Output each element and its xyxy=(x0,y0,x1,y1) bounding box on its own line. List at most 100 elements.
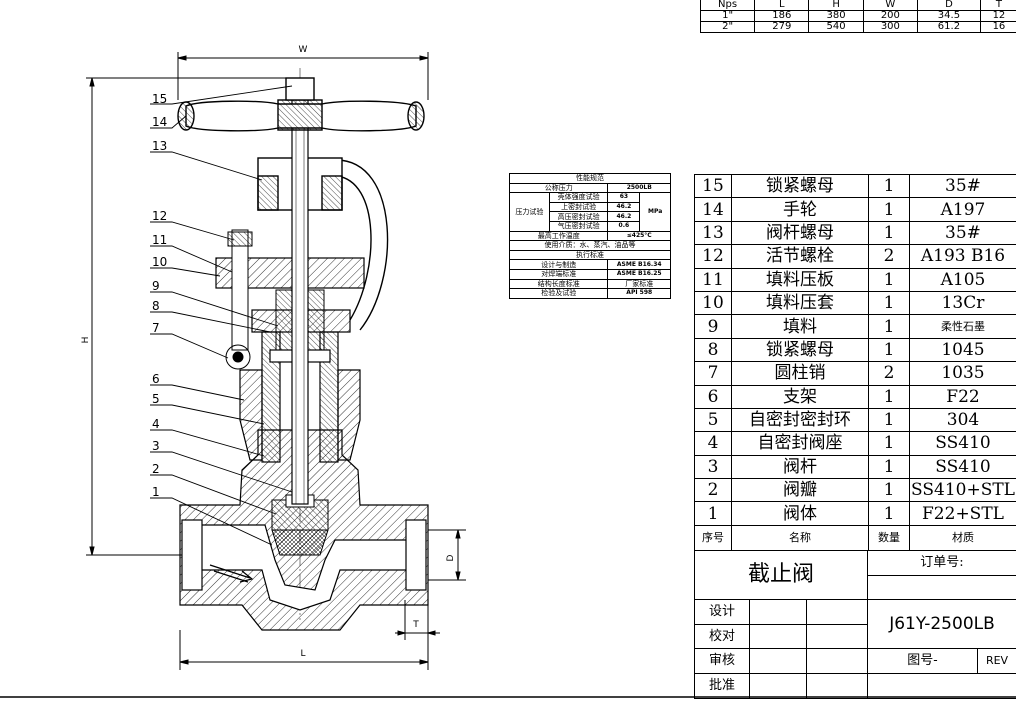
bom-item-no: 3 xyxy=(694,454,732,480)
bom-qty: 1 xyxy=(868,337,910,363)
bom-part-name: 锁紧螺母 xyxy=(731,337,869,363)
product-name: 截止阀 xyxy=(694,549,868,601)
dim-header-h: H xyxy=(808,0,864,11)
dimension-l-label: L xyxy=(300,649,305,659)
bom-item-no: 10 xyxy=(694,290,732,316)
perf-standard-name: 检验及试验 xyxy=(508,288,609,299)
role-approve: 批准 xyxy=(694,672,750,699)
bom-item-no: 2 xyxy=(694,478,732,503)
perf-unit: MPa xyxy=(639,192,671,232)
bonnet xyxy=(239,309,361,463)
order-value xyxy=(867,574,1016,601)
perf-standard-name: 对焊端标准 xyxy=(508,268,609,280)
dim-header-t: T xyxy=(979,0,1016,11)
bom-material: 304 xyxy=(909,407,1016,433)
bom-header-name: 名称 xyxy=(731,524,869,551)
sign-cell xyxy=(749,672,807,699)
sign-cell xyxy=(749,648,807,674)
callout-3: 3 xyxy=(152,439,160,453)
perf-nominal-value: 2500LB xyxy=(607,182,671,194)
bom-qty: 1 xyxy=(868,407,910,433)
bom-part-name: 锁紧螺母 xyxy=(731,173,869,199)
callout-4: 4 xyxy=(152,417,160,431)
dim-header-l: L xyxy=(754,0,810,11)
dim-cell: 279 xyxy=(754,21,810,33)
dim-cell: 200 xyxy=(862,10,919,22)
bom-item-no: 5 xyxy=(694,407,732,433)
dim-cell: 540 xyxy=(808,21,864,33)
perf-test-value: 46.2 xyxy=(607,211,641,222)
callout-10: 10 xyxy=(152,255,167,269)
callout-6: 6 xyxy=(152,372,160,386)
bom-part-name: 阀杆 xyxy=(731,454,869,480)
dim-cell: 186 xyxy=(754,10,810,22)
callout-2: 2 xyxy=(152,462,160,476)
bom-material: SS410+STL xyxy=(909,478,1016,503)
callout-5: 5 xyxy=(152,392,160,406)
bom-item-no: 9 xyxy=(694,314,732,339)
bom-item-no: 6 xyxy=(694,384,732,409)
bom-material: 1045 xyxy=(909,337,1016,363)
callout-13: 13 xyxy=(152,139,167,153)
bom-material: A193 B16 xyxy=(909,244,1016,269)
bom-material: A105 xyxy=(909,267,1016,292)
bom-qty: 2 xyxy=(868,361,910,386)
bom-qty: 1 xyxy=(868,384,910,409)
bom-qty: 1 xyxy=(868,431,910,456)
bom-part-name: 阀瓣 xyxy=(731,478,869,503)
bom-qty: 2 xyxy=(868,244,910,269)
perf-test-name: 上密封试验 xyxy=(548,201,609,213)
bom-header-no: 序号 xyxy=(694,524,732,551)
bom-material: SS410 xyxy=(909,431,1016,456)
dim-cell: 1" xyxy=(699,10,756,22)
bom-part-name: 圆柱销 xyxy=(731,361,869,386)
bom-qty: 1 xyxy=(868,197,910,222)
date-cell xyxy=(806,648,868,674)
bom-part-name: 填料 xyxy=(731,314,869,339)
bom-qty: 1 xyxy=(868,220,910,246)
callout-11: 11 xyxy=(152,233,167,247)
bom-item-no: 15 xyxy=(694,173,732,199)
bom-material: 柔性石墨 xyxy=(909,314,1016,339)
bom-part-name: 自密封密封环 xyxy=(731,407,869,433)
table-row: 2" 279 540 300 61.2 16 xyxy=(699,21,1016,33)
order-label: 订单号: xyxy=(867,550,1016,576)
date-cell xyxy=(806,599,868,625)
bom-qty: 1 xyxy=(868,290,910,316)
dimensions-header-row: Nps L H W D T xyxy=(699,0,1016,11)
dim-cell: 16 xyxy=(979,21,1016,33)
dim-header-d: D xyxy=(917,0,981,11)
model-code: J61Y-2500LB xyxy=(867,599,1016,650)
bom-item-no: 14 xyxy=(694,197,732,222)
perf-standards-title: 执行标准 xyxy=(509,249,671,261)
perf-test-name: 壳体强度试验 xyxy=(548,192,609,203)
bom-part-name: 支架 xyxy=(731,384,869,409)
bom-item-no: 4 xyxy=(694,431,732,456)
bom-part-name: 填料压套 xyxy=(731,290,869,316)
callout-14: 14 xyxy=(152,115,167,129)
stem xyxy=(291,83,309,505)
callout-12: 12 xyxy=(152,209,167,223)
dim-cell: 12 xyxy=(979,10,1016,22)
callout-7: 7 xyxy=(152,321,160,335)
perf-standard-name: 结构长度标准 xyxy=(508,278,609,290)
sign-cell xyxy=(749,623,807,650)
bom-material: SS410 xyxy=(909,454,1016,480)
bom-qty: 1 xyxy=(868,478,910,503)
dimension-h xyxy=(86,77,300,556)
bom-material: 35# xyxy=(909,173,1016,199)
role-check: 校对 xyxy=(694,623,750,650)
rev-label: REV xyxy=(977,648,1016,674)
